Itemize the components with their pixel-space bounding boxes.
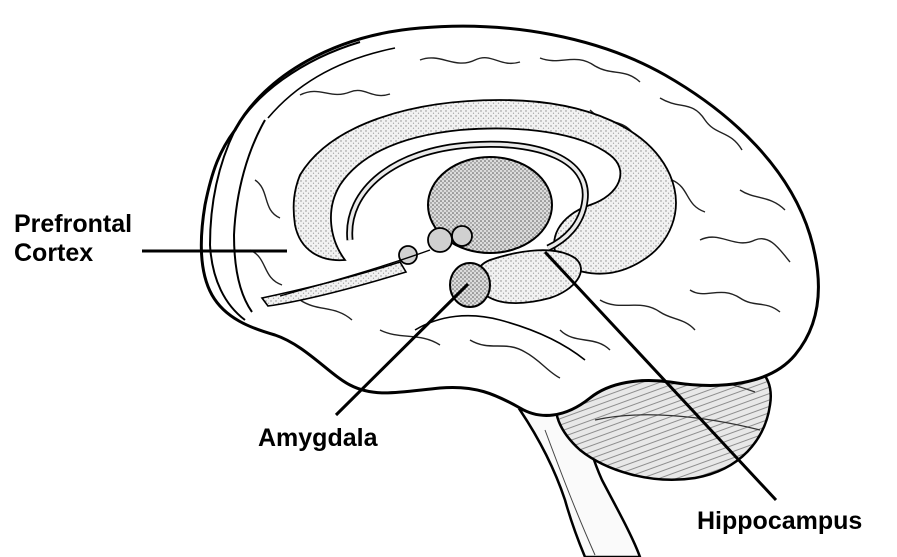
amygdala-label: Amygdala [258, 424, 377, 453]
amygdala-structure [450, 263, 490, 307]
hippocampus-label: Hippocampus [697, 507, 862, 536]
prefrontal-cortex-label: Prefrontal Cortex [14, 210, 132, 268]
prefrontal-label-line2: Cortex [14, 239, 132, 268]
prefrontal-label-line1: Prefrontal [14, 210, 132, 239]
